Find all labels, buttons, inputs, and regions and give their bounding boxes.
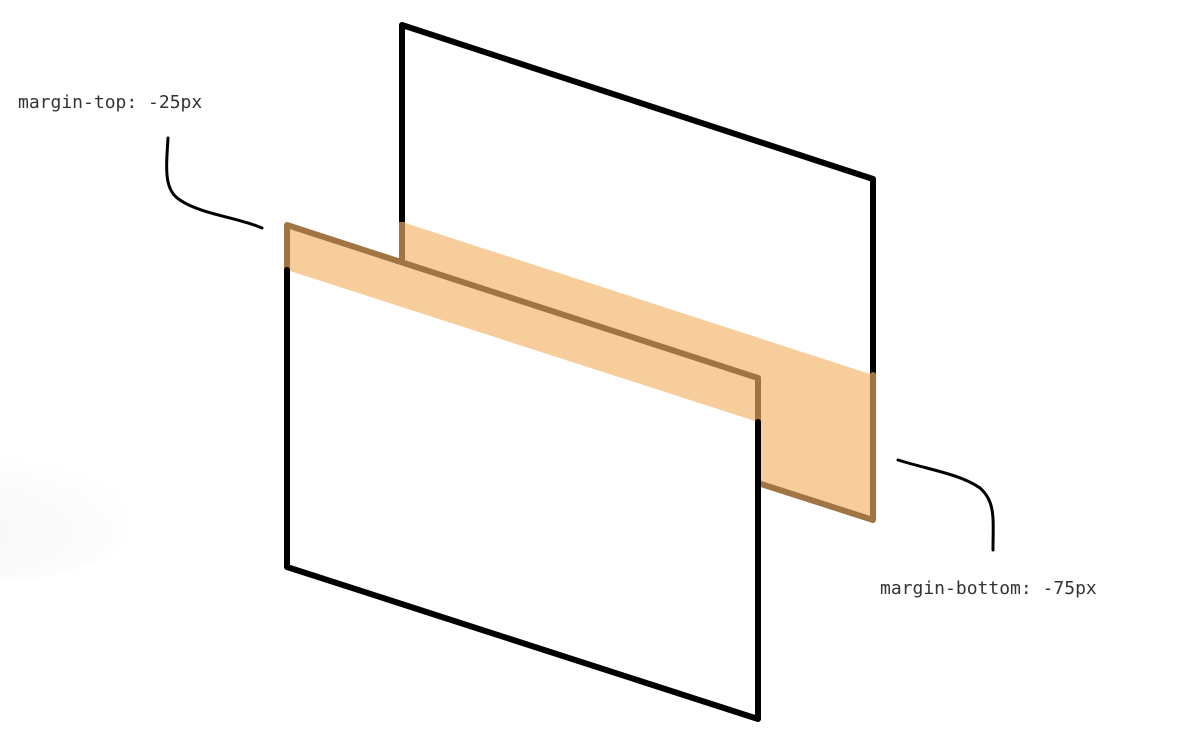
bottom-label-leader <box>896 458 995 552</box>
top-label-leader <box>165 136 264 230</box>
front-box-top-margin <box>287 225 758 422</box>
back-box-margin-outline <box>755 372 876 523</box>
margin-top-label: margin-top: -25px <box>18 92 203 113</box>
front-box-margin-outline <box>284 222 761 425</box>
margin-bottom-label: margin-bottom: -75px <box>880 578 1097 599</box>
back-box-outline <box>399 22 876 378</box>
back-box-bottom-margin <box>402 222 873 520</box>
front-box-outline <box>284 267 761 722</box>
